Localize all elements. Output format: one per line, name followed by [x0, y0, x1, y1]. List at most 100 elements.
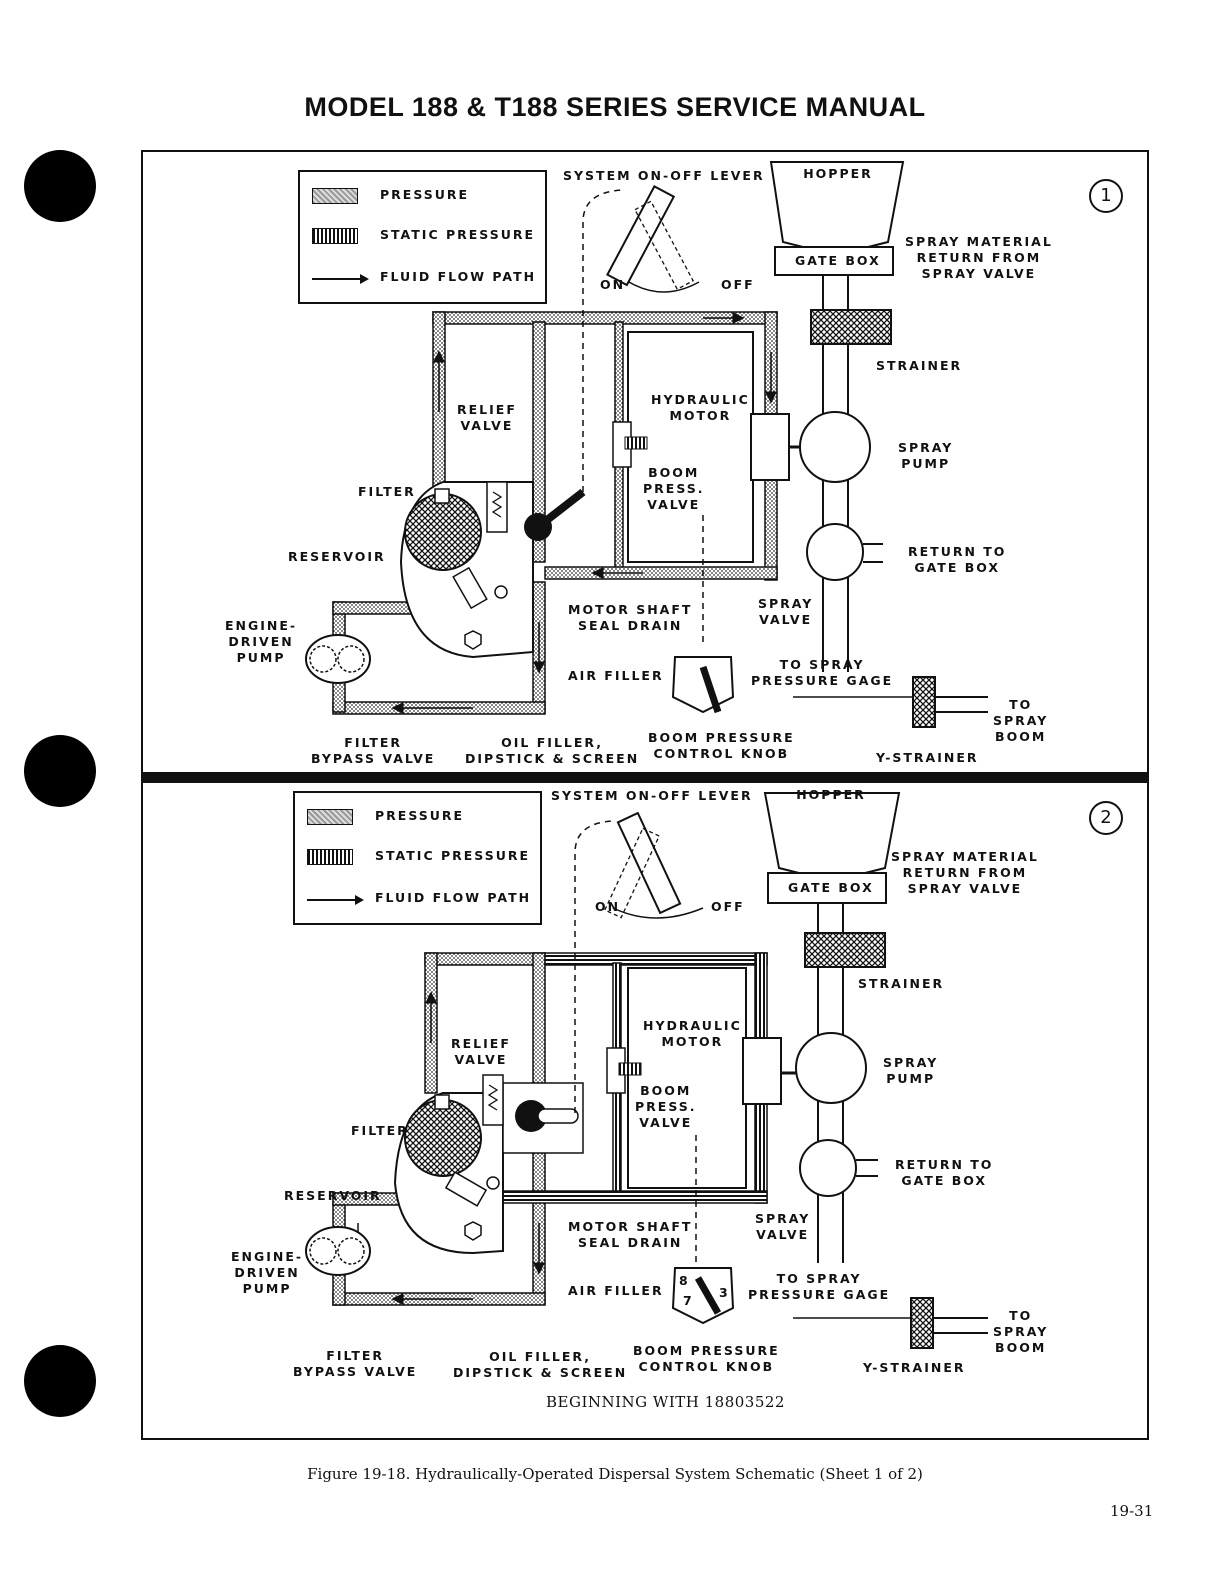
- hydraulic-motor-box: [627, 967, 747, 1189]
- label-to-spray-pressure-gage: TO SPRAY PRESSURE GAGE: [748, 1271, 891, 1302]
- label-boom-press-valve: BOOM PRESS. VALVE: [643, 465, 705, 513]
- sheet-number-badge: 1: [1089, 179, 1123, 213]
- y-strainer: [910, 1297, 934, 1349]
- label-y-strainer: Y-STRAINER: [863, 1360, 966, 1375]
- y-strainer: [912, 676, 936, 728]
- label-hydraulic-motor: HYDRAULIC MOTOR: [651, 392, 750, 423]
- label-relief-valve: RELIEF VALVE: [457, 402, 517, 433]
- label-filter-bypass-valve: FILTER BYPASS VALVE: [311, 735, 436, 766]
- label-off: OFF: [711, 899, 745, 914]
- legend-static-pressure-label: STATIC PRESSURE: [380, 227, 536, 242]
- label-return-to-gate-box: RETURN TO GATE BOX: [895, 1157, 994, 1188]
- label-filter-bypass-valve: FILTER BYPASS VALVE: [293, 1348, 418, 1379]
- legend-pressure-label: PRESSURE: [380, 187, 470, 202]
- label-to-spray-boom: TO SPRAY BOOM: [993, 697, 1049, 744]
- knob-dial-number: 7: [683, 1293, 694, 1308]
- page-title: MODEL 188 & T188 SERIES SERVICE MANUAL: [304, 92, 926, 122]
- label-reservoir: RESERVOIR: [288, 549, 386, 564]
- label-to-spray-boom: TO SPRAY BOOM: [993, 1308, 1049, 1355]
- label-relief-valve: RELIEF VALVE: [451, 1036, 511, 1067]
- serial-note: BEGINNING WITH 18803522: [546, 1393, 785, 1411]
- legend-fluid-flow-label: FLUID FLOW PATH: [375, 890, 532, 905]
- oil-filler-cap: [464, 630, 482, 650]
- flow-arrows: [391, 312, 777, 714]
- label-oil-filler: OIL FILLER, DIPSTICK & SCREEN: [465, 735, 640, 766]
- schematic-drawing-2: [305, 792, 988, 1349]
- page-number: 19-31: [1110, 1502, 1154, 1520]
- knob-dial-number: 3: [719, 1285, 730, 1300]
- label-air-filler: AIR FILLER: [568, 668, 664, 683]
- label-on: ON: [600, 277, 626, 292]
- panel-divider: [143, 772, 1147, 783]
- strainer: [804, 932, 886, 968]
- knob-dial-number: 8: [679, 1273, 690, 1288]
- label-engine-driven-pump: ENGINE- DRIVEN PUMP: [231, 1249, 304, 1296]
- relief-valve: [482, 1074, 504, 1126]
- legend: PRESSURE STATIC PRESSURE FLUID FLOW PATH: [293, 791, 542, 925]
- hopper: [769, 161, 905, 276]
- label-strainer: STRAINER: [858, 976, 945, 991]
- label-y-strainer: Y-STRAINER: [876, 750, 979, 765]
- boom-pressure-control-knob: [671, 1267, 735, 1325]
- spray-pump: [795, 1032, 867, 1104]
- sheet-number-badge: 2: [1089, 801, 1123, 835]
- strainer: [810, 309, 892, 345]
- schematic-panel-1: PRESSURE STATIC PRESSURE FLUID FLOW PATH…: [143, 152, 1147, 772]
- engine-driven-pump: [305, 634, 371, 684]
- motor-coupling: [750, 413, 790, 481]
- legend-pressure-label: PRESSURE: [375, 808, 465, 823]
- label-hopper: HOPPER: [803, 166, 873, 181]
- binder-hole: [24, 1345, 96, 1417]
- label-air-filler: AIR FILLER: [568, 1283, 664, 1298]
- hopper: [763, 792, 901, 904]
- spray-valve: [799, 1139, 857, 1197]
- label-strainer: STRAINER: [876, 358, 963, 373]
- label-gate-box: GATE BOX: [795, 253, 881, 268]
- binder-hole: [24, 150, 96, 222]
- label-on: ON: [595, 899, 621, 914]
- label-boom-press-valve: BOOM PRESS. VALVE: [635, 1083, 697, 1131]
- label-spray-pump: SPRAY PUMP: [883, 1055, 939, 1086]
- label-filter: FILTER: [351, 1123, 409, 1138]
- relief-valve: [486, 481, 508, 533]
- label-boom-pressure-control-knob: BOOM PRESSURE CONTROL KNOB: [648, 730, 795, 761]
- label-motor-shaft-seal-drain: MOTOR SHAFT SEAL DRAIN: [568, 602, 693, 633]
- label-spray-valve: SPRAY VALVE: [758, 596, 814, 627]
- label-motor-shaft-seal-drain: MOTOR SHAFT SEAL DRAIN: [568, 1219, 693, 1250]
- boom-pressure-control-knob: [671, 656, 735, 714]
- label-oil-filler: OIL FILLER, DIPSTICK & SCREEN: [453, 1349, 628, 1380]
- label-filter: FILTER: [358, 484, 416, 499]
- filter: [404, 493, 482, 571]
- label-engine-driven-pump: ENGINE- DRIVEN PUMP: [225, 618, 298, 665]
- engine-driven-pump: [305, 1226, 371, 1276]
- label-gate-box: GATE BOX: [788, 880, 874, 895]
- spray-pump: [799, 411, 871, 483]
- binder-hole: [24, 735, 96, 807]
- label-hydraulic-motor: HYDRAULIC MOTOR: [643, 1018, 742, 1049]
- label-spray-valve: SPRAY VALVE: [755, 1211, 811, 1242]
- label-return-to-gate-box: RETURN TO GATE BOX: [908, 544, 1007, 575]
- schematic-panel-2: PRESSURE STATIC PRESSURE FLUID FLOW PATH…: [143, 783, 1147, 1438]
- filter: [404, 1099, 482, 1177]
- spray-valve: [806, 523, 864, 581]
- schematic-drawing-1: [305, 161, 988, 728]
- legend: PRESSURE STATIC PRESSURE FLUID FLOW PATH: [298, 170, 547, 304]
- motor-coupling: [742, 1037, 782, 1105]
- label-boom-pressure-control-knob: BOOM PRESSURE CONTROL KNOB: [633, 1343, 780, 1374]
- label-spray-material-return: SPRAY MATERIAL RETURN FROM SPRAY VALVE: [905, 234, 1053, 281]
- label-off: OFF: [721, 277, 755, 292]
- legend-static-pressure-label: STATIC PRESSURE: [375, 848, 531, 863]
- on-off-valve: [515, 1100, 547, 1132]
- label-hopper: HOPPER: [796, 787, 866, 802]
- label-to-spray-pressure-gage: TO SPRAY PRESSURE GAGE: [751, 657, 894, 688]
- label-spray-material-return: SPRAY MATERIAL RETURN FROM SPRAY VALVE: [891, 849, 1039, 896]
- label-spray-pump: SPRAY PUMP: [898, 440, 954, 471]
- label-system-lever: SYSTEM ON-OFF LEVER: [563, 168, 765, 183]
- label-reservoir: RESERVOIR: [284, 1188, 382, 1203]
- figure-caption: Figure 19-18. Hydraulically-Operated Dis…: [307, 1465, 923, 1483]
- oil-filler-cap: [464, 1221, 482, 1241]
- filter-bypass-valve: [452, 566, 488, 610]
- system-on-off-lever: [603, 811, 704, 919]
- filter-bypass-valve: [444, 1171, 488, 1207]
- schematic-frame: PRESSURE STATIC PRESSURE FLUID FLOW PATH…: [141, 150, 1149, 1440]
